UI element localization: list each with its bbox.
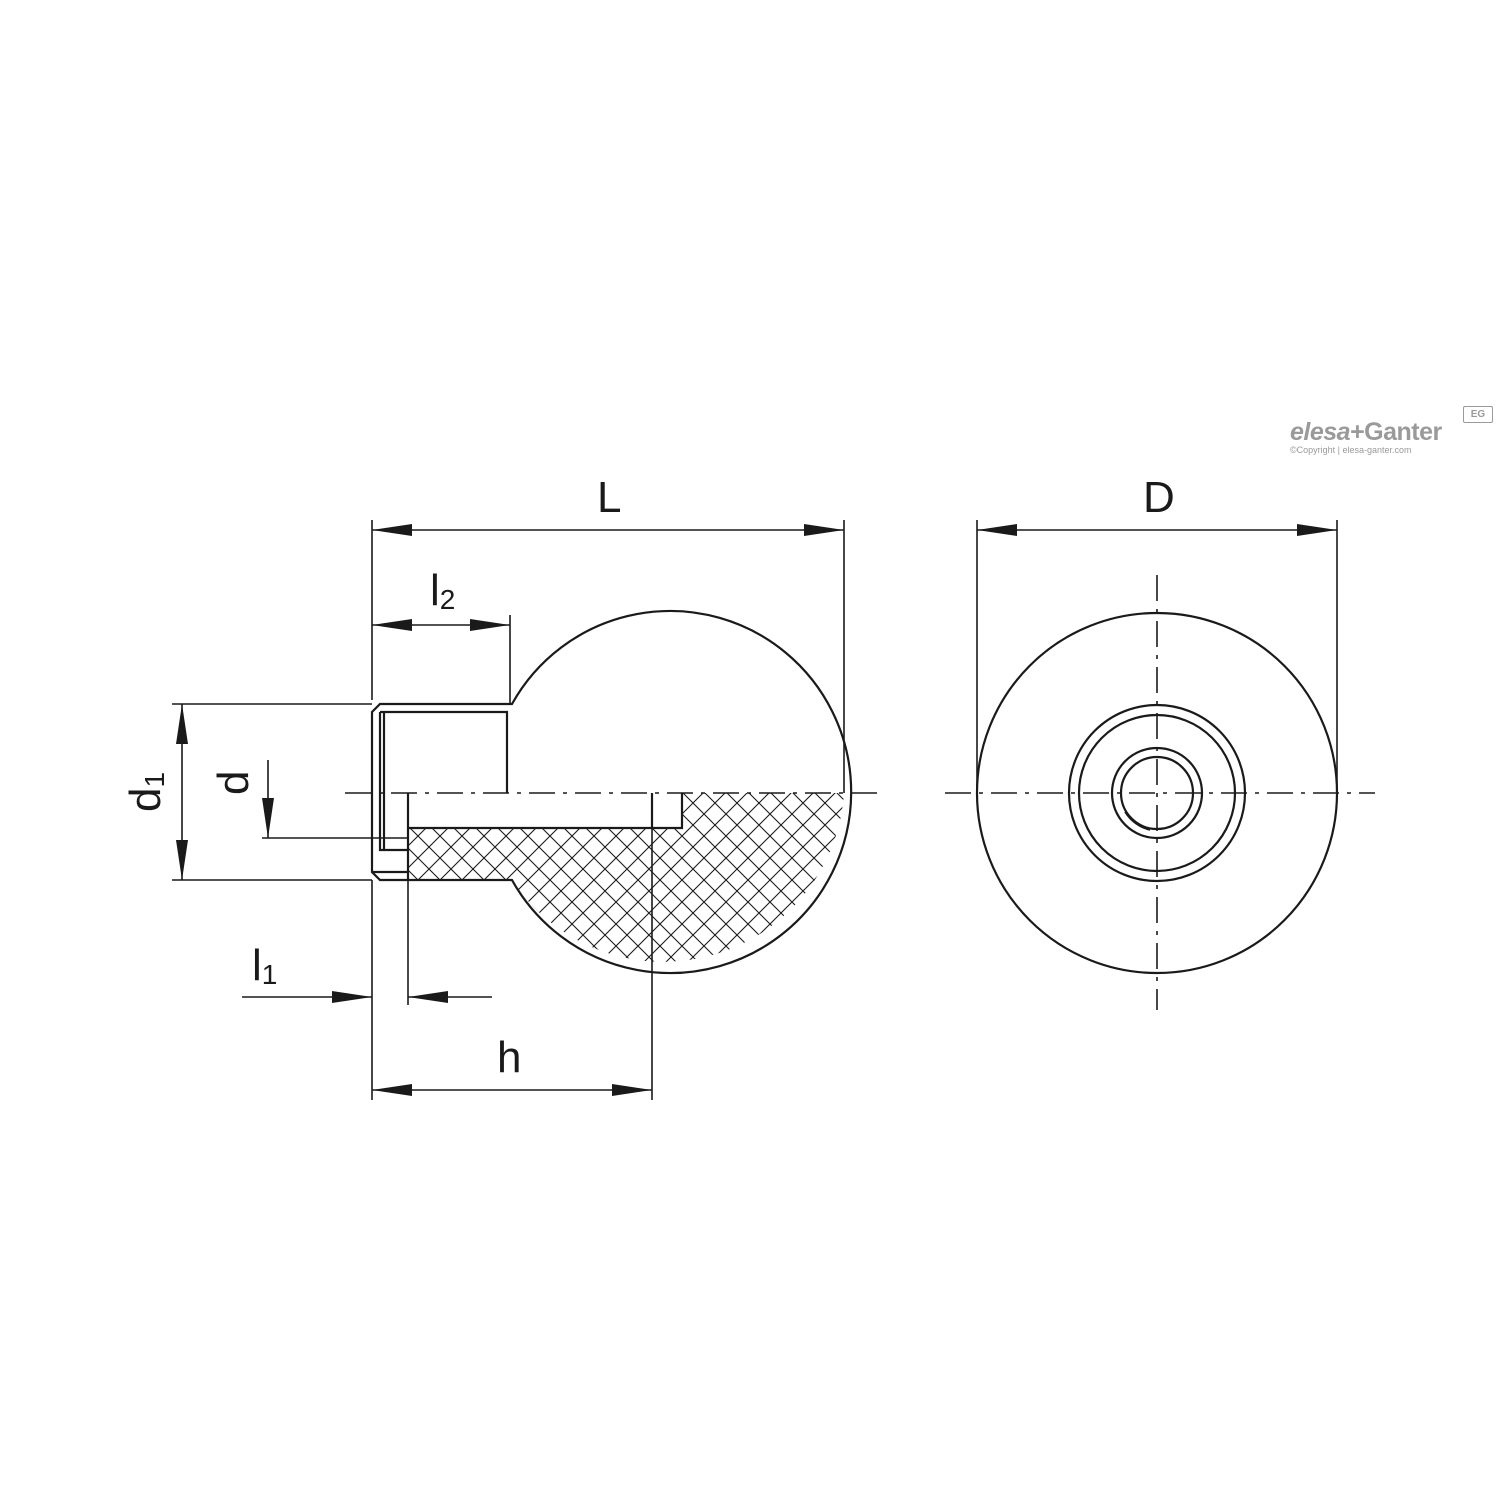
brand-ganter: Ganter [1364,418,1442,446]
brand-name: elesa+Ganter [1290,418,1442,447]
thread-arc [1124,811,1151,831]
label-d: d [209,771,258,795]
label-l1: l1 [252,941,277,990]
brand-copyright: ©Copyright | elesa-ganter.com [1290,445,1412,455]
brand-mark-icon: EG [1463,406,1493,423]
side-view [172,520,885,1100]
front-view [945,520,1375,1010]
brand-plus: + [1350,418,1365,446]
label-l2: l2 [430,566,455,615]
label-h: h [497,1033,521,1082]
brand-logo: EG elesa+Ganter ©Copyright | elesa-gante… [1290,406,1493,455]
section-hatch-area [408,793,844,962]
label-L: L [597,473,621,522]
label-d1: d1 [121,772,170,812]
brand-elesa: elesa [1290,418,1351,446]
label-D: D [1143,473,1175,522]
hex-insert-outline [372,850,410,880]
thread-bore-upper [378,710,509,793]
knob-outline [370,609,853,975]
